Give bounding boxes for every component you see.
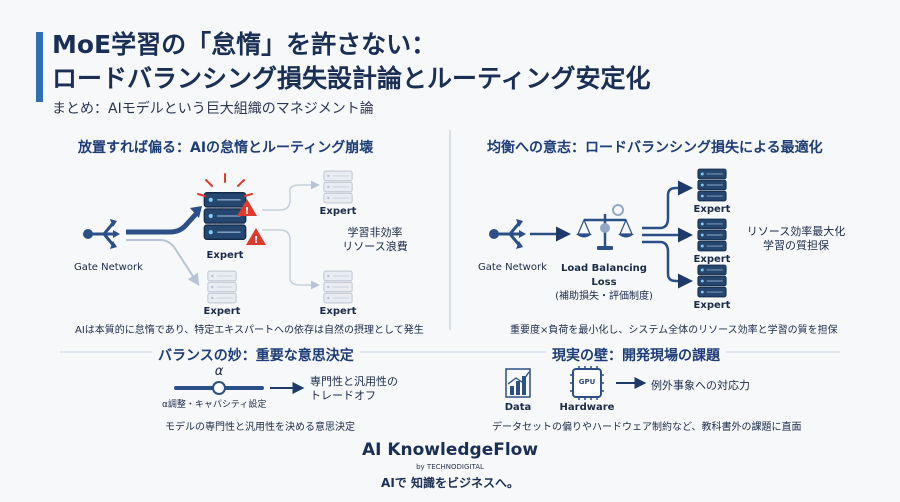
- loss-label: Load Balancing Loss: [561, 263, 647, 288]
- alpha-slider-knob: [212, 381, 226, 395]
- title-line-2: ロードバランシング損失設計論とルーティング安定化: [52, 64, 651, 93]
- expert-label: Expert: [693, 204, 731, 215]
- gear-icon: [612, 204, 624, 216]
- left-side-note-line-2: リソース浪費: [342, 240, 408, 253]
- expert-server-icon: [697, 264, 727, 298]
- expert-label: Expert: [203, 306, 241, 317]
- left-panel-caption: AIは本質的に怠惰であり、特定エキスパートへの依存は自然の摂理として発生: [75, 325, 424, 336]
- overloaded-expert-label: Expert: [206, 250, 244, 261]
- expert-server-icon: [697, 168, 727, 202]
- right-side-note-line-2: 学習の質担保: [763, 239, 829, 252]
- svg-text:!: !: [254, 235, 259, 246]
- balance-scale-icon: [576, 204, 634, 250]
- right-side-note-line-1: リソース効率最大化: [746, 225, 846, 238]
- heavy-route-arrow: [126, 212, 198, 235]
- reality-panel-title: 現実の壁：開発現場の課題: [546, 345, 726, 365]
- expert-label: Expert: [693, 254, 731, 265]
- alpha-slider-label: α調整・キャパシティ設定: [162, 400, 267, 410]
- gate-network-icon-left: [82, 217, 122, 251]
- title-accent-bar: [36, 32, 43, 102]
- left-side-note-line-1: 学習非効率: [347, 226, 403, 239]
- expert-label: Expert: [319, 306, 357, 317]
- expert-server-icon: [697, 218, 727, 252]
- load-balancing-loss-label: Load Balancing Loss (補助損失・評価制度): [548, 262, 660, 304]
- footer-tagline: AIで 知識をビジネスへ。: [381, 476, 519, 490]
- gpu-chip-text: GPU: [578, 378, 596, 386]
- loss-sub-label: (補助損失・評価制度): [555, 291, 653, 302]
- expert-label: Expert: [693, 300, 731, 311]
- gate-network-label-left: Gate Network: [74, 262, 143, 273]
- reality-panel-caption: データセットの偏りやハードウェア制約など、教科書外の課題に直面: [492, 422, 802, 433]
- gate-network-icon-right: [488, 217, 528, 251]
- footer-by-line: by TECHNODIGITAL: [416, 463, 484, 471]
- tradeoff-label: 専門性と汎用性の トレードオフ: [310, 375, 398, 403]
- tradeoff-line-2: トレードオフ: [310, 389, 376, 402]
- tradeoff-line-1: 専門性と汎用性の: [310, 375, 398, 388]
- alpha-symbol: α: [214, 364, 224, 379]
- data-chart-icon: [505, 368, 531, 398]
- gpu-chip-icon: [570, 366, 604, 400]
- data-label: Data: [504, 402, 532, 413]
- svg-text:!: !: [245, 206, 250, 217]
- footer-brand: AI KnowledgeFlow: [361, 440, 539, 460]
- right-side-note: リソース効率最大化 学習の質担保: [740, 225, 852, 253]
- left-panel-title: 放置すれば偏る：AIの怠惰とルーティング崩壊: [78, 140, 374, 156]
- expert-label: Expert: [319, 206, 357, 217]
- right-panel-caption: 重要度×負荷を最小化し、システム全体のリソース効率と学習の質を担保: [510, 325, 838, 336]
- balance-panel-title: バランスの妙：重要な意思決定: [152, 345, 360, 365]
- right-panel-title: 均衡への意志：ロードバランシング損失による最適化: [487, 140, 823, 156]
- exception-handling-label: 例外事象への対応力: [651, 379, 750, 392]
- expert-server-idle-icon: [323, 170, 353, 204]
- weak-route-arrow: [126, 239, 200, 287]
- left-side-note: 学習非効率 リソース浪費: [330, 226, 420, 254]
- page-subtitle: まとめ：AIモデルという巨大組織のマネジメント論: [52, 101, 374, 117]
- balance-panel-caption: モデルの専門性と汎用性を決める意思決定: [165, 422, 355, 433]
- warning-icon: !: [246, 228, 266, 246]
- expert-server-idle-icon: [207, 270, 237, 304]
- warning-icon: !: [237, 199, 257, 217]
- title-line-1: MoE学習の「怠惰」を許さない：: [52, 30, 437, 59]
- gate-network-label-right: Gate Network: [478, 262, 547, 273]
- page-title: MoE学習の「怠惰」を許さない： ロードバランシング損失設計論とルーティング安定…: [52, 28, 651, 96]
- hardware-label: Hardware: [559, 402, 615, 413]
- expert-server-idle-icon: [323, 270, 353, 304]
- overloaded-expert: ! !: [197, 173, 266, 246]
